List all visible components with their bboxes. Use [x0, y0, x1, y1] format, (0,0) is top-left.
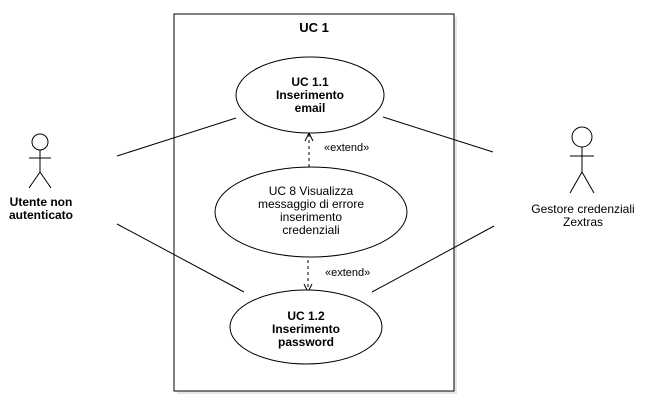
use-case-label-line: messaggio di errore: [258, 197, 364, 211]
stick-figure-icon: [28, 133, 52, 189]
association-user-uc11[interactable]: [116, 117, 237, 157]
association-manager-uc11[interactable]: [382, 116, 494, 153]
actor-gestore-credenziali-zextras[interactable]: Gestore credenziali Zextras: [531, 126, 635, 229]
use-case-ellipse: [214, 166, 408, 258]
actor-label-line: Gestore credenziali: [531, 202, 634, 216]
actor-utente-non-autenticato[interactable]: Utente non autenticato: [9, 133, 73, 222]
system-title: UC 1: [299, 20, 329, 35]
extend-label-1: «extend»: [324, 142, 369, 154]
association-user-uc12[interactable]: [116, 223, 245, 293]
actor-label-line: autenticato: [9, 208, 73, 222]
use-case-label-line: Inserimento: [276, 88, 344, 102]
use-case-label-line: UC 8 Visualizza: [269, 184, 354, 198]
use-case-label-line: Inserimento: [272, 322, 340, 336]
use-case-label-line: UC 1.2: [287, 309, 325, 323]
extend-relations: «extend» «extend»: [308, 133, 370, 292]
stick-figure-icon: [569, 126, 595, 194]
actor-label-line: Zextras: [563, 215, 603, 229]
actor-label-line: Utente non: [10, 195, 73, 209]
use-case-label-line: UC 1.1: [291, 75, 329, 89]
use-case-uc-8[interactable]: UC 8 Visualizza messaggio di errore inse…: [214, 166, 408, 258]
extend-label-2: «extend»: [325, 267, 370, 279]
association-manager-uc12[interactable]: [371, 225, 495, 293]
use-case-label-line: credenziali: [282, 223, 339, 237]
use-case-label-line: password: [278, 335, 334, 349]
use-case-ellipse: [235, 56, 385, 134]
use-case-label-line: email: [295, 101, 326, 115]
associations: [116, 116, 495, 293]
use-case-uc-1-2[interactable]: UC 1.2 Inserimento password: [229, 289, 383, 365]
use-case-label-line: inserimento: [280, 210, 342, 224]
use-case-ellipse: [229, 289, 383, 365]
use-case-uc-1-1[interactable]: UC 1.1 Inserimento email: [235, 56, 385, 134]
